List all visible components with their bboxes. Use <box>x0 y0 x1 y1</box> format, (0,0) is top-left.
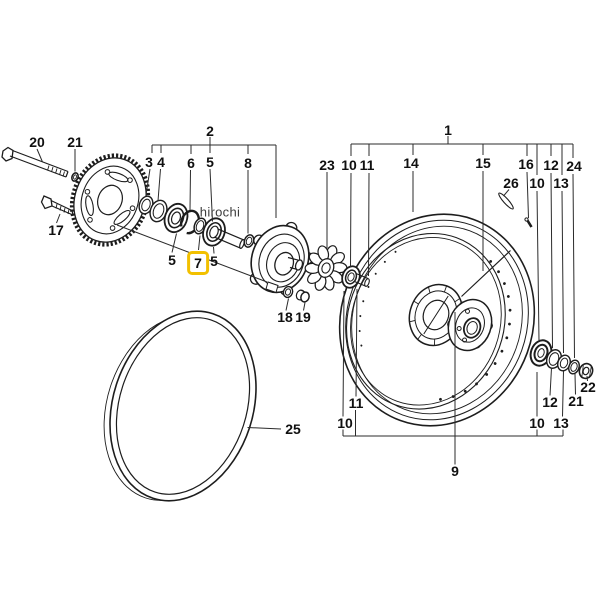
axle-tube-drawing <box>214 228 245 249</box>
part-label-2-3[interactable]: 2 <box>206 123 214 139</box>
spoke-26-drawing <box>498 192 514 210</box>
part-label-9-29[interactable]: 9 <box>451 463 459 479</box>
part-label-20-0[interactable]: 20 <box>29 134 45 150</box>
part-label-5-7[interactable]: 5 <box>206 154 214 170</box>
part-label-21-1[interactable]: 21 <box>67 134 83 150</box>
part-label-19-13[interactable]: 19 <box>295 309 311 325</box>
ring-25-drawing <box>103 310 257 502</box>
part-label-17-2[interactable]: 17 <box>48 222 64 238</box>
part-label-15-19[interactable]: 15 <box>475 155 491 171</box>
cush-drive-drawing <box>304 245 348 291</box>
leader-lines <box>36 136 588 465</box>
part-label-10-28[interactable]: 10 <box>337 415 353 431</box>
part-label-26-23[interactable]: 26 <box>503 175 519 191</box>
part-label-13-25[interactable]: 13 <box>553 175 569 191</box>
part-label-23-15[interactable]: 23 <box>319 157 335 173</box>
spacer-11-drawing <box>354 272 370 288</box>
part-label-16-20[interactable]: 16 <box>518 156 534 172</box>
axle-nut-drawing <box>578 362 594 380</box>
part-label-4-5[interactable]: 4 <box>157 154 165 170</box>
part-label-5-9[interactable]: 5 <box>168 252 176 268</box>
part-label-5-11[interactable]: 5 <box>210 253 218 269</box>
wheel-drawing <box>338 213 536 427</box>
part-label-21-31[interactable]: 21 <box>568 393 584 409</box>
nipple-16-drawing <box>524 217 533 228</box>
nut-19-drawing <box>295 289 310 303</box>
washer-18-drawing <box>282 285 294 299</box>
part-label-24-22[interactable]: 24 <box>566 158 582 174</box>
part-label-22-30[interactable]: 22 <box>580 379 596 395</box>
part-label-18-12[interactable]: 18 <box>277 309 293 325</box>
part-label-10-16[interactable]: 10 <box>341 157 357 173</box>
axle-bolt-drawing <box>1 146 69 178</box>
part-label-6-6[interactable]: 6 <box>187 155 195 171</box>
part-label-10-24[interactable]: 10 <box>529 175 545 191</box>
spoke-nipples <box>358 250 512 401</box>
part-label-12-32[interactable]: 12 <box>542 394 558 410</box>
ring-8-drawing <box>243 234 255 248</box>
part-label-13-34[interactable]: 13 <box>553 415 569 431</box>
watermark: hirochi <box>199 204 241 220</box>
part-label-12-21[interactable]: 12 <box>543 157 559 173</box>
right-stack-drawing <box>529 339 594 380</box>
part-label-10-33[interactable]: 10 <box>529 415 545 431</box>
hub-flange-drawing <box>447 298 493 352</box>
part-label-3-4[interactable]: 3 <box>145 154 153 170</box>
part-label-25-26[interactable]: 25 <box>285 421 301 437</box>
sprocket-drawing <box>69 153 151 247</box>
part-label-1-14[interactable]: 1 <box>444 122 452 138</box>
part-label-14-18[interactable]: 14 <box>403 155 419 171</box>
part-label-7-selected[interactable]: 7 <box>187 251 209 275</box>
part-label-11-17[interactable]: 11 <box>359 157 375 173</box>
part-label-11-27[interactable]: 11 <box>348 395 364 411</box>
part-label-8-8[interactable]: 8 <box>244 155 252 171</box>
bearing-10-left-drawing <box>341 265 361 289</box>
bearing-5-left-drawing <box>163 202 189 234</box>
bolt-17-drawing <box>40 195 74 216</box>
